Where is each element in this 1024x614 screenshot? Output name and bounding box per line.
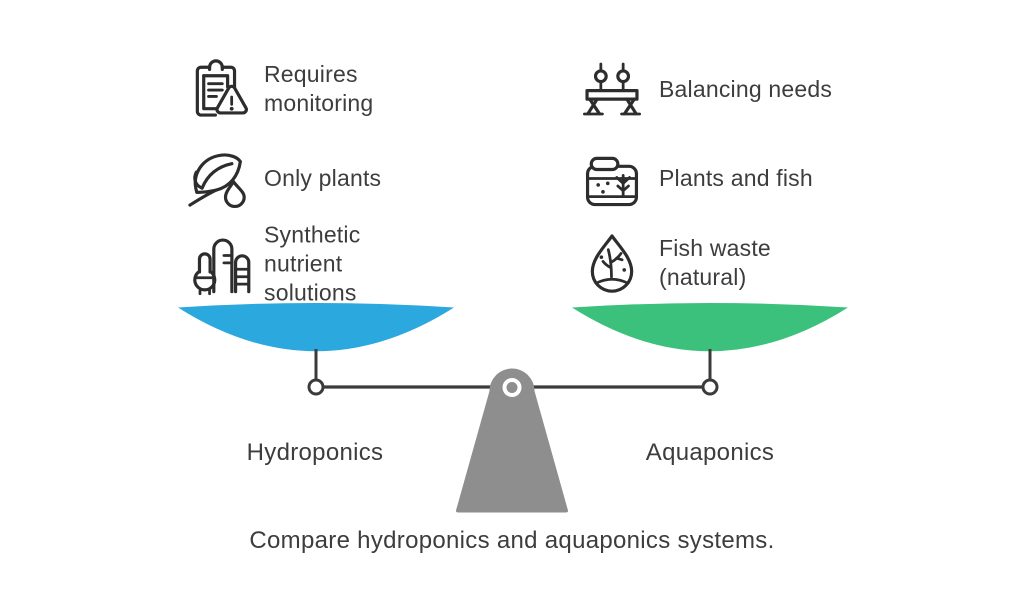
feature-label: Plants and fish: [659, 164, 813, 191]
feature-synthetic-nutrients: Synthetic nutrient solutions: [183, 221, 360, 308]
fulcrum: [455, 368, 569, 513]
droplet-plant-icon: [578, 229, 646, 297]
balance-beam-icon: [578, 55, 646, 123]
feature-plants-and-fish: Plants and fish: [578, 144, 813, 212]
right-beam-joint: [701, 378, 719, 396]
left-beam-joint: [307, 378, 325, 396]
feature-balancing-needs: Balancing needs: [578, 55, 832, 123]
right-side-label: Aquaponics: [645, 439, 775, 466]
feature-fish-waste: Fish waste (natural): [578, 229, 771, 297]
feature-only-plants: Only plants: [183, 144, 381, 212]
clipboard-warning-icon: [183, 55, 251, 123]
caption: Compare hydroponics and aquaponics syste…: [249, 527, 775, 554]
fulcrum-pivot-ring: [502, 378, 522, 397]
leaf-waterdrop-icon: [183, 144, 251, 212]
left-pan: [178, 303, 454, 352]
feature-label: Only plants: [264, 164, 382, 191]
feature-label: Synthetic nutrient solutions: [264, 221, 361, 306]
aquarium-icon: [578, 144, 646, 212]
right-pan: [572, 303, 848, 352]
feature-label: Requires monitoring: [264, 61, 374, 116]
chemical-plant-icon: [183, 230, 251, 298]
feature-requires-monitoring: Requires monitoring: [183, 55, 373, 123]
left-side-label: Hydroponics: [246, 439, 384, 466]
feature-label: Fish waste (natural): [659, 235, 771, 290]
feature-label: Balancing needs: [659, 75, 833, 102]
